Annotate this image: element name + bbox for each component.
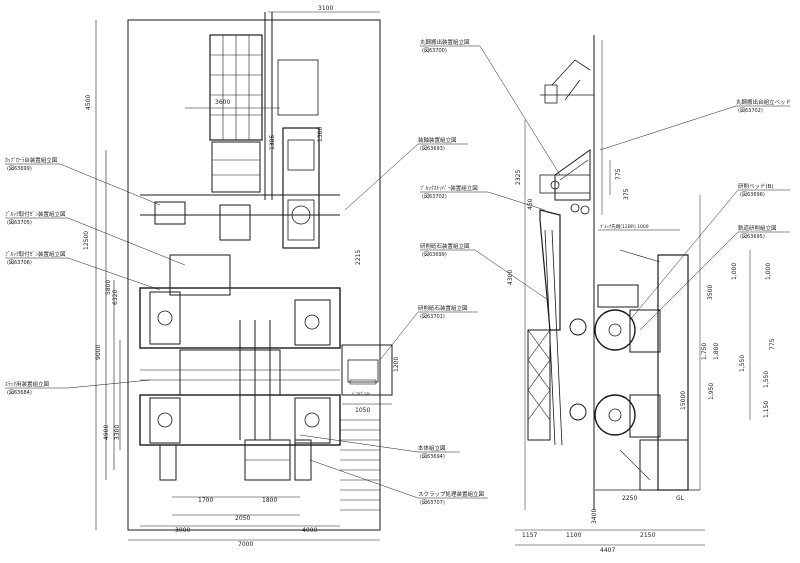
dim-775b: 775 [769, 338, 776, 350]
dim-left-6320: 6320 [112, 290, 119, 305]
dim-1950: 1,950 [708, 383, 715, 400]
dim-1050: 1050 [355, 407, 370, 414]
dim-left-4900: 4900 [103, 425, 110, 440]
elev-callout-3: ﾌﾞﾙｯｸｽﾄｯﾊﾟｰ装置組立図 (図63702) [420, 184, 546, 211]
callout-label: 軌道研削組立図 [738, 224, 777, 232]
callout-ref: (図63699) [7, 166, 32, 172]
dim-1800: 1800 [262, 497, 277, 504]
elev-callout-2: 丸鋼搬出台組立ベッド (図63702) [599, 98, 791, 151]
dim-3400: 3400 [591, 509, 598, 524]
dim-2325: 2325 [515, 170, 522, 185]
dim-775: 775 [615, 168, 622, 180]
callout-label: ﾌﾞﾙｯｸｽﾄｯﾊﾟｰ装置組立図 [420, 184, 478, 192]
callout-ref: (図63701) [420, 314, 445, 320]
callout-ref: (図63707) [420, 500, 445, 506]
plan-callout-7: 本体組立図 (図63694) [299, 434, 460, 460]
callout-label: 研削砥石装置組立図 [420, 242, 470, 250]
dim-left-4500: 4500 [85, 95, 92, 110]
plan-callout-2: ﾌﾞﾙｯｸ取付ｾﾞﾝ装置組立図 (図63705) [5, 210, 186, 266]
callout-label: 装軸装置組立図 [418, 136, 457, 144]
callout-label: 研削砥石装置組立図 [418, 304, 468, 312]
callout-label: ｽﾗｯｸ用装置組立図 [5, 380, 50, 388]
elev-callout-6: 軌道研削組立図 (図63695) [639, 224, 790, 331]
callout-label: 丸鋼搬出装置組立図 [420, 38, 470, 46]
callout-label: 丸鋼搬出台組立ベッド [736, 98, 791, 106]
elev-callout-5: 研削ベッド(B) (図63696) [629, 182, 790, 321]
dim-1300: 1300 [317, 127, 324, 142]
plan-callout-5: 装軸装置組立図 (図63693) [344, 136, 468, 211]
dim-left-9000: 9000 [95, 345, 102, 360]
plan-callout-4: ｽﾗｯｸ用装置組立図 (図63684) [5, 379, 151, 396]
dim-1800: 1,800 [713, 343, 720, 360]
callout-label: 研削ベッド(B) [738, 182, 774, 190]
dim-gl: GL [676, 495, 685, 502]
elev-callout-4: 研削砥石装置組立図 (図63699) [420, 242, 549, 301]
dim-450: 450 [527, 198, 534, 210]
callout-ref: (図63700) [422, 48, 447, 54]
dim-15000: 15000 [680, 391, 687, 410]
plan-callout-3: ﾌﾞﾙｯｸ取付ｾﾞﾝ装置組立図 (図63706) [5, 250, 161, 291]
dim-1157: 1157 [522, 532, 537, 539]
callout-ref: (図63706) [7, 260, 32, 266]
dim-2050: 2050 [235, 515, 250, 522]
dim-1000b: 1,000 [765, 263, 772, 280]
elevation-note: ﾌﾞﾙｯｸ先端(12BR) 1000 [600, 223, 649, 230]
dim-375: 375 [623, 188, 630, 200]
dim-2215: 2215 [355, 250, 362, 265]
elevation-view: 775 2325 450 375 4300 [420, 35, 791, 554]
dim-1700: 1700 [198, 497, 213, 504]
plan-callout-8: スクラップ処理装置組立図 (図63707) [309, 459, 488, 506]
callout-ref: (図63699) [422, 252, 447, 258]
callout-label: 本体組立図 [418, 444, 446, 452]
plan-callout-6: 研削砥石装置組立図 (図63701) [379, 304, 478, 361]
callout-label: ﾌﾞﾙｯｸ取付ｾﾞﾝ装置組立図 [5, 210, 66, 218]
dim-left-3300: 3300 [114, 425, 121, 440]
dim-1385: 1385 [269, 135, 276, 150]
dim-1550: 1,550 [739, 355, 746, 372]
plan-view: 3100 12500 9000 5800 6320 3300 4900 4500… [5, 5, 488, 548]
dim-1000: 1,000 [731, 263, 738, 280]
callout-ref: (図63702) [738, 108, 763, 114]
dim-1750: 1,750 [701, 343, 708, 360]
dim-4000: 4000 [302, 527, 317, 534]
callout-ref: (図63693) [420, 146, 445, 152]
callout-ref: (図63702) [422, 194, 447, 200]
callout-ref: (図63694) [420, 454, 445, 460]
plan-callout-1: ｶｯﾌﾟﾛｰﾗ台装置組立図 (図63699) [5, 156, 161, 206]
dim-3600: 3600 [215, 99, 230, 106]
dim-1200: 1200 [393, 357, 400, 372]
dim-1550b: 1,550 [763, 371, 770, 388]
callout-label: ｶｯﾌﾟﾛｰﾗ台装置組立図 [5, 156, 58, 164]
callout-label: スクラップ処理装置組立図 [418, 490, 485, 498]
dim-3000: 3000 [175, 527, 190, 534]
callout-ref: (図63696) [740, 192, 765, 198]
dim-4407: 4407 [600, 547, 615, 554]
callout-ref: (図63684) [7, 390, 32, 396]
callout-label: ﾌﾞﾙｯｸ取付ｾﾞﾝ装置組立図 [5, 250, 66, 258]
dim-left-12500: 12500 [83, 231, 90, 250]
callout-ref: (図63695) [740, 234, 765, 240]
dim-4300: 4300 [507, 270, 514, 285]
elev-callout-1: 丸鋼搬出装置組立図 (図63700) [420, 38, 561, 176]
dim-2250: 2250 [622, 495, 637, 502]
dim-3500: 3500 [707, 285, 714, 300]
dim-left-5800: 5800 [105, 280, 112, 295]
dim-2150: 2150 [640, 532, 655, 539]
dim-top-width: 3100 [318, 5, 333, 12]
box-label: ﾃﾞﾌﾙﾌﾟﾗｽﾄ [352, 390, 370, 396]
dim-1100: 1100 [566, 532, 581, 539]
callout-ref: (図63705) [7, 220, 32, 226]
dim-1150: 1,150 [763, 401, 770, 418]
dim-total-width: 7000 [238, 541, 253, 548]
